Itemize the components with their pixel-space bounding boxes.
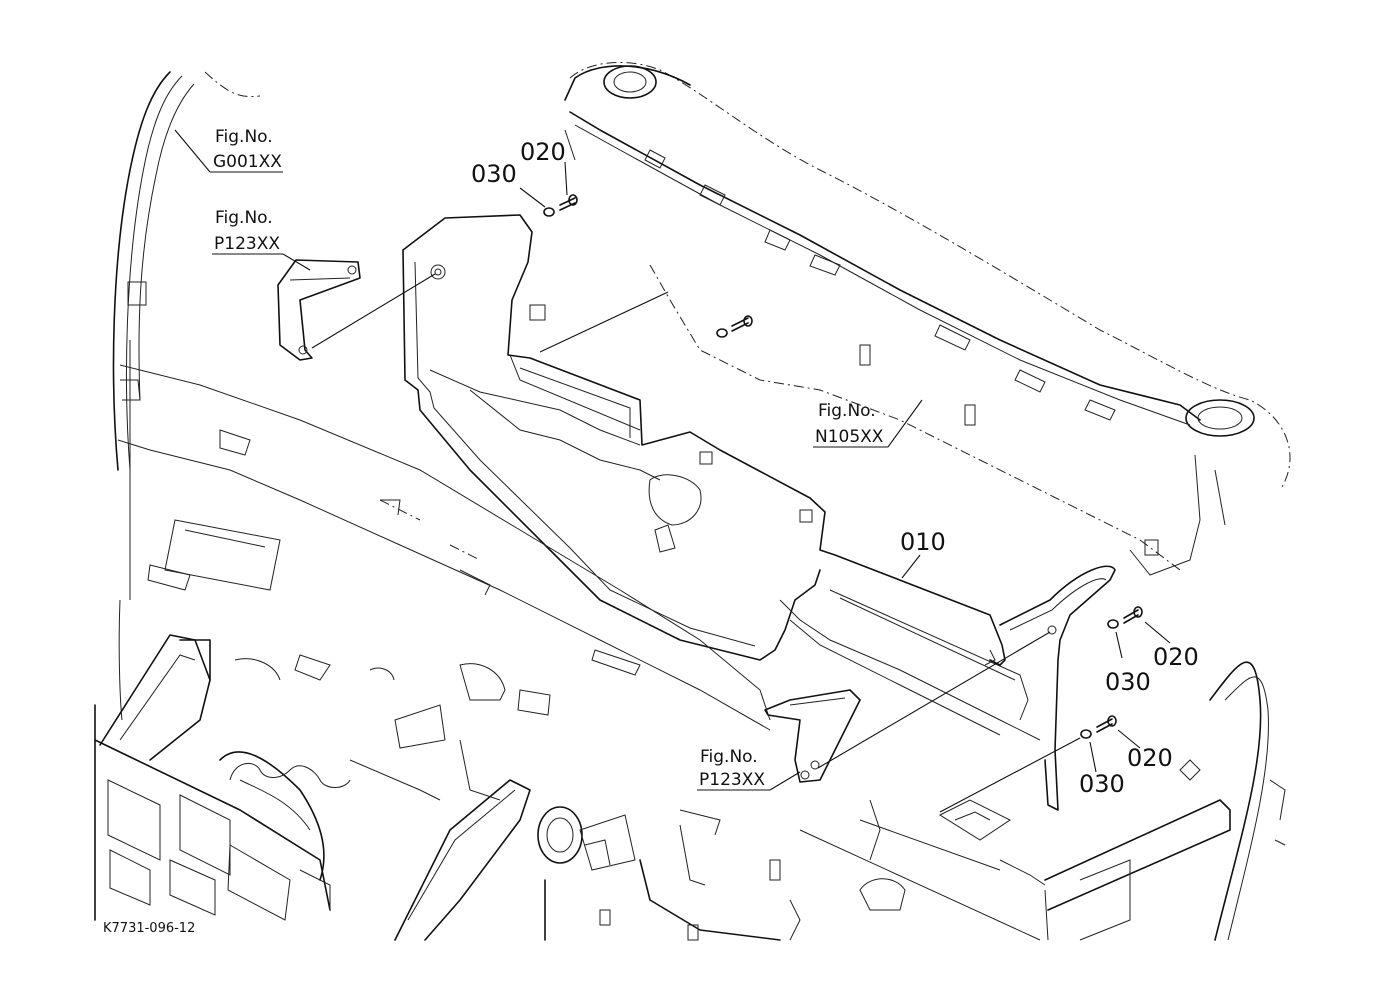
fig-ref-n105-label: Fig.No. [818,401,876,421]
callout-020-top: 020 [520,138,566,166]
fig-ref-p123-bottom-label: Fig.No. [700,747,758,767]
fig-ref-p123-top-number: P123XX [214,234,280,254]
fig-ref-g001-label: Fig.No. [215,127,273,147]
lower-frame-right [799,661,1286,941]
assembly-lines [311,273,1081,813]
bolt-washer-mid-right [1107,606,1143,629]
fig-ref-p123-bottom-number: P123XX [699,770,765,790]
frame-pillar-left [112,71,261,471]
bolt-washer-low-right [1080,715,1117,739]
bracket-upper-left [277,259,361,361]
lower-frame [94,634,801,941]
drawing-code: K7731-096-12 [103,921,195,936]
callout-030-mid: 030 [1105,668,1151,696]
callout-030-top: 030 [471,160,517,188]
fig-ref-n105-number: N105XX [815,427,884,447]
callout-020-mid: 020 [1153,643,1199,671]
leader-lines [174,129,1171,791]
panel-010 [402,214,1116,811]
bolt-washer-center [716,315,753,338]
callout-030-low: 030 [1079,770,1125,798]
bolt-washer-top [543,194,578,217]
callout-020-low: 020 [1127,744,1173,772]
fig-ref-p123-top-label: Fig.No. [215,208,273,228]
upper-dash-housing [564,61,1291,576]
lower-cowl-panel [117,340,771,749]
bracket-lower-right [764,689,861,783]
fig-ref-g001-number: G001XX [213,152,282,172]
callout-010: 010 [900,528,946,556]
